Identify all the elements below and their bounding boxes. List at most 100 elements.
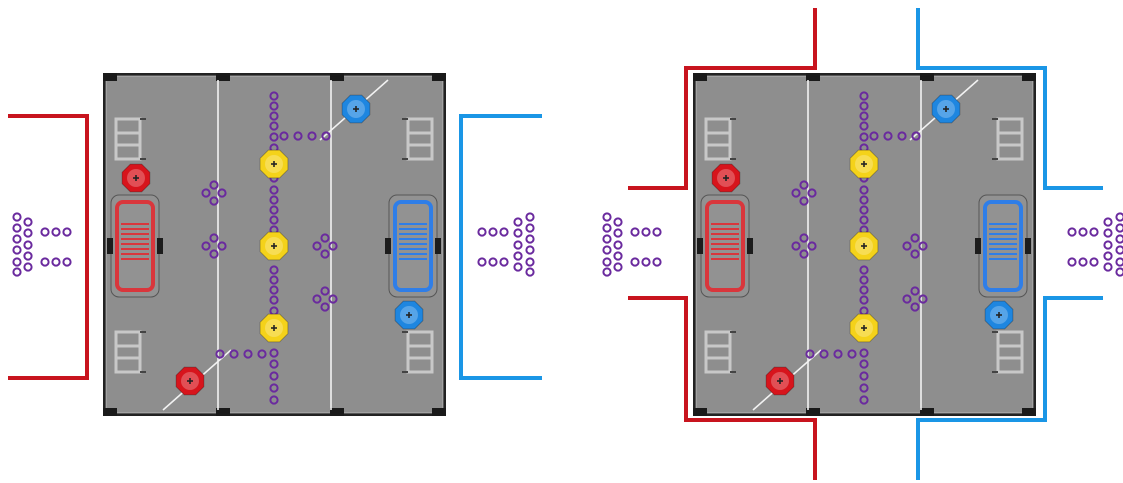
ring-icon [23, 262, 33, 272]
mobile-goal-icon [931, 94, 961, 124]
ring-icon [833, 349, 843, 359]
ring-icon [1103, 217, 1113, 227]
ring-icon [243, 349, 253, 359]
rings-outside-left [602, 212, 662, 277]
ring-icon [328, 241, 338, 251]
ring-icon [12, 245, 22, 255]
platform-icon [992, 117, 1024, 161]
ring-icon [791, 241, 801, 251]
ring-icon [209, 233, 219, 243]
ring-icon [312, 241, 322, 251]
ring-icon [320, 302, 330, 312]
ring-icon [40, 227, 50, 237]
ring-icon [269, 91, 279, 101]
ring-icon [312, 294, 322, 304]
ring-icon [910, 249, 920, 259]
ring-icon [320, 233, 330, 243]
ring-icon [859, 132, 869, 142]
ring-icon [859, 215, 869, 225]
ring-cluster [201, 180, 227, 206]
ring-icon [525, 257, 535, 267]
ring-icon [513, 251, 523, 261]
mobile-goal-icon [984, 300, 1014, 330]
ring-cluster [902, 233, 928, 259]
ring-icon [269, 205, 279, 215]
ring-icon [859, 195, 869, 205]
ring-icon [209, 196, 219, 206]
ring-icon [799, 233, 809, 243]
ring-icon [1067, 227, 1077, 237]
ring-icon [859, 285, 869, 295]
platform-icon [992, 330, 1024, 374]
platform-icon [114, 330, 146, 374]
ring-icon [652, 227, 662, 237]
ring-icon [869, 131, 879, 141]
platform-icon [704, 117, 736, 161]
ring-icon [51, 227, 61, 237]
platform-icon [402, 330, 434, 374]
ring-icon [229, 349, 239, 359]
ring-icon [630, 257, 640, 267]
ring-icon [269, 132, 279, 142]
ring-icon [23, 228, 33, 238]
ring-icon [209, 249, 219, 259]
ring-icon [328, 294, 338, 304]
platform-icon [704, 330, 736, 374]
ring-icon [269, 121, 279, 131]
mobile-goal-icon [175, 366, 205, 396]
ring-icon [269, 195, 279, 205]
ring-icon [910, 302, 920, 312]
ring-icon [613, 240, 623, 250]
ring-icon [902, 241, 912, 251]
ring-icon [201, 188, 211, 198]
ring-icon [12, 223, 22, 233]
ring-icon [1067, 257, 1077, 267]
ring-icon [630, 227, 640, 237]
ring-icon [477, 227, 487, 237]
ring-icon [602, 245, 612, 255]
ring-icon [602, 234, 612, 244]
mobile-goal-icon [849, 313, 879, 343]
rings-outside-right [477, 212, 535, 277]
ring-icon [902, 294, 912, 304]
ring-icon [641, 227, 651, 237]
ring-icon [269, 348, 279, 358]
ring-icon [525, 245, 535, 255]
ring-icon [1103, 240, 1113, 250]
ring-icon [23, 251, 33, 261]
ring-icon [859, 121, 869, 131]
ring-icon [1115, 223, 1123, 233]
ring-icon [799, 180, 809, 190]
ring-icon [269, 395, 279, 405]
ring-icon [321, 131, 331, 141]
ring-icon [1115, 234, 1123, 244]
robot-icon [385, 194, 441, 298]
ring-icon [807, 241, 817, 251]
ring-icon [320, 286, 330, 296]
ring-icon [307, 131, 317, 141]
ring-icon [1089, 227, 1099, 237]
ring-icon [859, 348, 869, 358]
ring-icon [910, 286, 920, 296]
ring-icon [805, 349, 815, 359]
ring-icon [859, 265, 869, 275]
ring-icon [859, 383, 869, 393]
ring-icon [1078, 257, 1088, 267]
ring-icon [215, 349, 225, 359]
ring-icon [269, 265, 279, 275]
ring-icon [859, 91, 869, 101]
rings-outside-left [12, 212, 72, 277]
ring-icon [859, 101, 869, 111]
ring-cluster [791, 180, 817, 206]
ring-icon [859, 205, 869, 215]
blue-zone-outline [459, 114, 542, 380]
platform-icon [402, 117, 434, 161]
ring-icon [918, 294, 928, 304]
ring-icon [217, 241, 227, 251]
ring-icon [525, 234, 535, 244]
ring-icon [269, 275, 279, 285]
ring-icon [1103, 228, 1113, 238]
ring-icon [1115, 267, 1123, 277]
ring-icon [807, 188, 817, 198]
ring-icon [859, 275, 869, 285]
